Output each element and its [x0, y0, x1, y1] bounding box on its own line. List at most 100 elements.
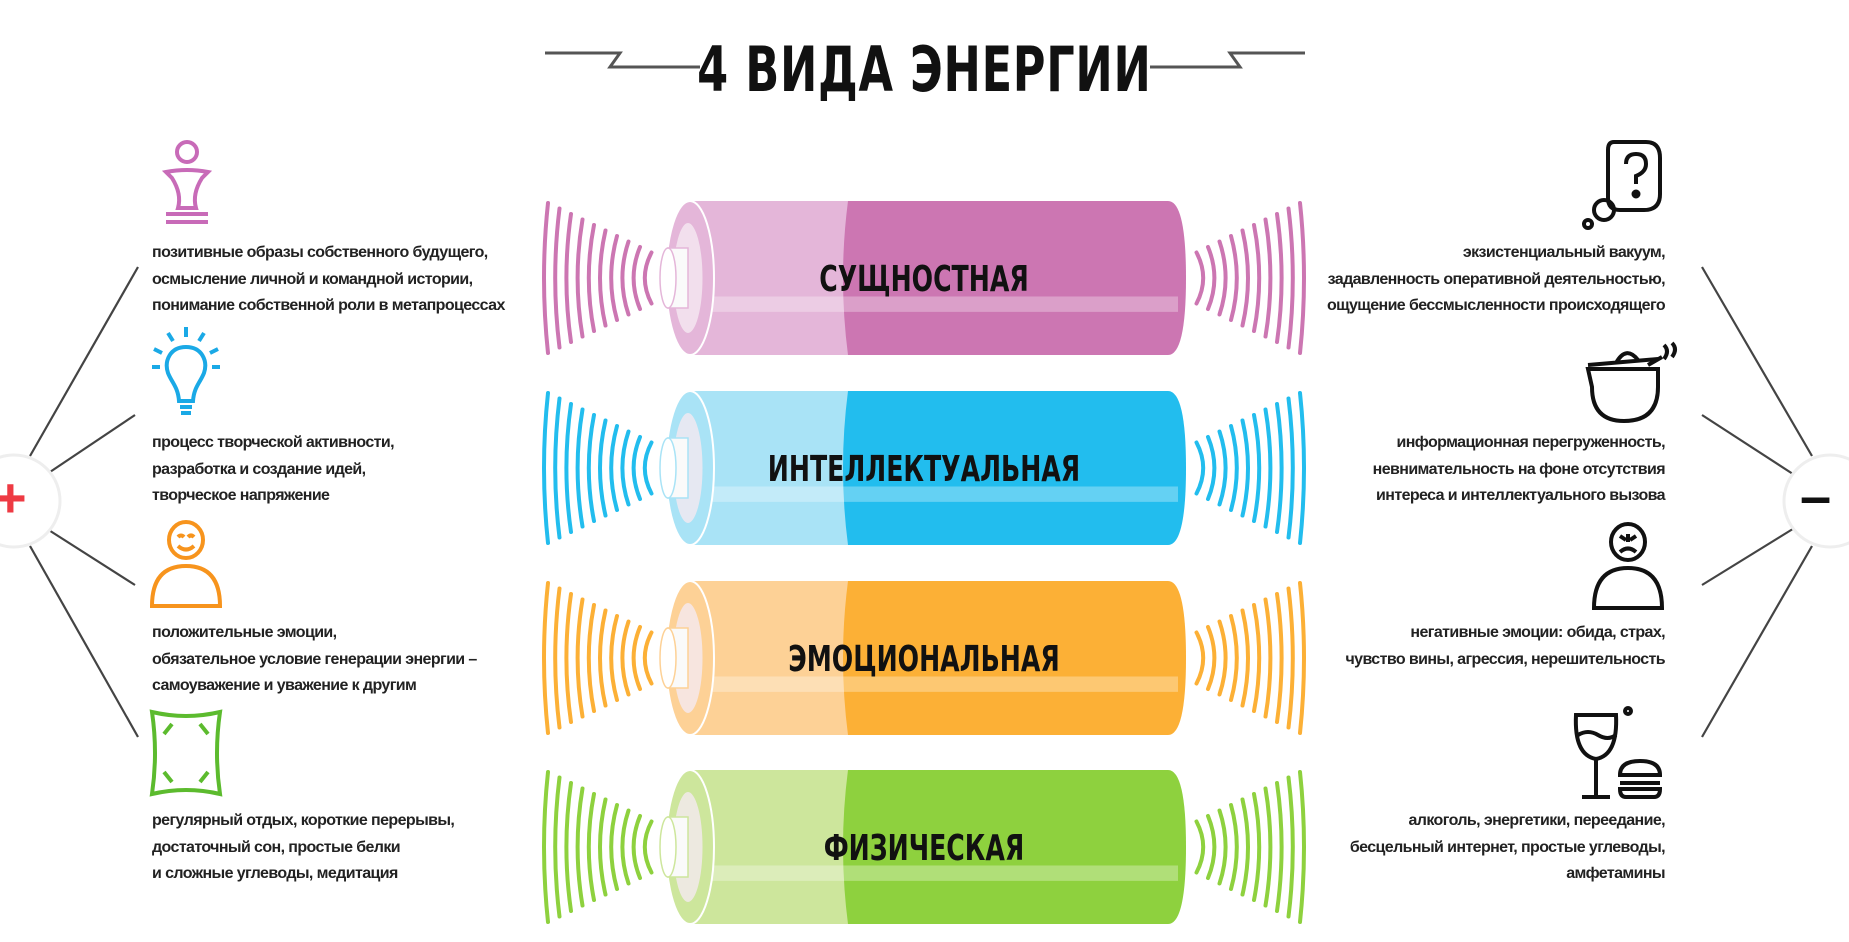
battery-label: ЭМОЦИОНАЛЬНАЯ	[788, 639, 1060, 681]
pillow-icon	[148, 708, 224, 803]
batteries: СУЩНОСТНАЯ ИНТЕЛЛЕКТУАЛЬНАЯ ЭМОЦИОНАЛЬНАЯ Ф…	[542, 200, 1306, 925]
wave-right	[1275, 402, 1284, 534]
wave-right	[1252, 603, 1262, 713]
text-line: информационная перегруженность,	[1396, 434, 1666, 451]
thought-bubble-question-icon	[1580, 138, 1666, 239]
wave-left	[620, 239, 631, 317]
battery-label: ИНТЕЛЛЕКТУАЛЬНАЯ	[768, 449, 1080, 491]
connector-line	[29, 545, 139, 738]
text-line: и сложные углеводы, медитация	[152, 865, 398, 882]
battery-highlight	[700, 676, 1178, 692]
wave-left	[598, 418, 608, 518]
wave-left	[542, 770, 550, 924]
connector-line	[43, 414, 136, 477]
wave-right	[1252, 792, 1262, 902]
wave-left	[542, 391, 550, 545]
title-line-right	[1150, 51, 1305, 69]
text-line: разработка и создание идей,	[152, 460, 366, 478]
lightbulb-icon	[146, 323, 226, 428]
wave-right	[1263, 217, 1273, 339]
wave-left	[542, 201, 550, 355]
wave-right	[1263, 597, 1273, 719]
negative-factors-1: экзистенциальный вакуум,задавленность оп…	[1327, 240, 1666, 320]
wave-left	[575, 786, 585, 908]
wave-left	[553, 775, 562, 919]
wave-right	[1206, 814, 1217, 880]
wave-right	[1286, 206, 1295, 350]
wave-right	[1194, 250, 1206, 306]
text-line: экзистенциальный вакуум,	[1462, 244, 1666, 261]
wave-right	[1275, 592, 1284, 724]
plus-circle	[0, 453, 62, 549]
wave-right	[1240, 228, 1250, 328]
wave-left	[564, 402, 573, 534]
wave-left	[642, 250, 654, 306]
plus-sign: +	[0, 466, 27, 529]
text-line: бесцельный интернет, простые углеводы,	[1349, 838, 1666, 856]
battery-2: ИНТЕЛЛЕКТУАЛЬНАЯ	[542, 390, 1306, 546]
wave-left	[553, 396, 562, 540]
wave-left	[609, 614, 619, 702]
battery-terminal-tip	[659, 816, 677, 878]
wave-left	[609, 803, 619, 891]
wave-left	[631, 245, 642, 311]
wave-right	[1298, 201, 1306, 355]
wave-right	[1252, 413, 1262, 523]
wave-right	[1229, 424, 1239, 512]
battery-label: ФИЗИЧЕСКАЯ	[824, 828, 1025, 870]
wave-left	[598, 228, 608, 328]
battery-empty-part	[690, 581, 848, 735]
battery-3: ЭМОЦИОНАЛЬНАЯ	[542, 580, 1306, 736]
wave-right	[1206, 435, 1217, 501]
minus-sign: –	[1800, 464, 1832, 527]
battery-terminal-tip	[659, 247, 677, 309]
wave-right	[1263, 786, 1273, 908]
wave-right	[1298, 391, 1306, 545]
wave-left	[542, 581, 550, 735]
wave-left	[642, 630, 654, 686]
text-line: самоуважение и уважение к другим	[152, 677, 417, 694]
wave-right	[1298, 770, 1306, 924]
boiling-pot-icon	[1578, 335, 1682, 430]
wave-left	[631, 625, 642, 691]
wave-left	[575, 217, 585, 339]
wave-left	[564, 212, 573, 344]
battery-terminal-tip	[659, 627, 677, 689]
text-line: негативные эмоции: обида, страх,	[1410, 624, 1665, 641]
wave-left	[631, 435, 642, 501]
text-line: алкоголь, энергетики, переедание,	[1408, 812, 1665, 829]
text-line: процесс творческой активности,	[152, 434, 395, 451]
happy-person-icon	[148, 520, 224, 615]
text-line: регулярный отдых, короткие перерывы,	[152, 812, 455, 829]
wine-burger-icon	[1570, 705, 1666, 810]
minus-circle	[1782, 453, 1849, 549]
text-line: достаточный сон, простые белки	[152, 838, 401, 856]
battery-highlight	[700, 865, 1178, 881]
wave-left	[620, 619, 631, 697]
wave-right	[1286, 586, 1295, 730]
text-line: интереса и интеллектуального вызова	[1376, 487, 1666, 504]
text-line: невнимательность на фоне отсутствия	[1372, 460, 1666, 478]
wave-left	[620, 429, 631, 507]
chess-pawn-icon	[152, 138, 222, 233]
wave-right	[1217, 429, 1228, 507]
wave-left	[620, 808, 631, 886]
wave-right	[1286, 396, 1295, 540]
wave-right	[1229, 234, 1239, 322]
wave-right	[1275, 781, 1284, 913]
positive-factors-3: положительные эмоции,обязательное услови…	[152, 620, 477, 700]
wave-right	[1275, 212, 1284, 344]
wave-left	[575, 407, 585, 529]
wave-right	[1240, 608, 1250, 708]
connector-lines	[29, 266, 1813, 738]
wave-left	[564, 781, 573, 913]
wave-left	[631, 814, 642, 880]
negative-factors-4: алкоголь, энергетики, переедание, бесцель…	[1349, 808, 1666, 888]
battery-highlight	[700, 296, 1178, 312]
angry-person-icon	[1590, 522, 1666, 617]
wave-right	[1298, 581, 1306, 735]
positive-factors-4: регулярный отдых, короткие перерывы, дост…	[152, 808, 455, 888]
battery-1: СУЩНОСТНАЯ	[542, 200, 1306, 356]
wave-right	[1252, 223, 1262, 333]
page-title: 4 ВИДА ЭНЕРГИИ	[697, 33, 1152, 106]
